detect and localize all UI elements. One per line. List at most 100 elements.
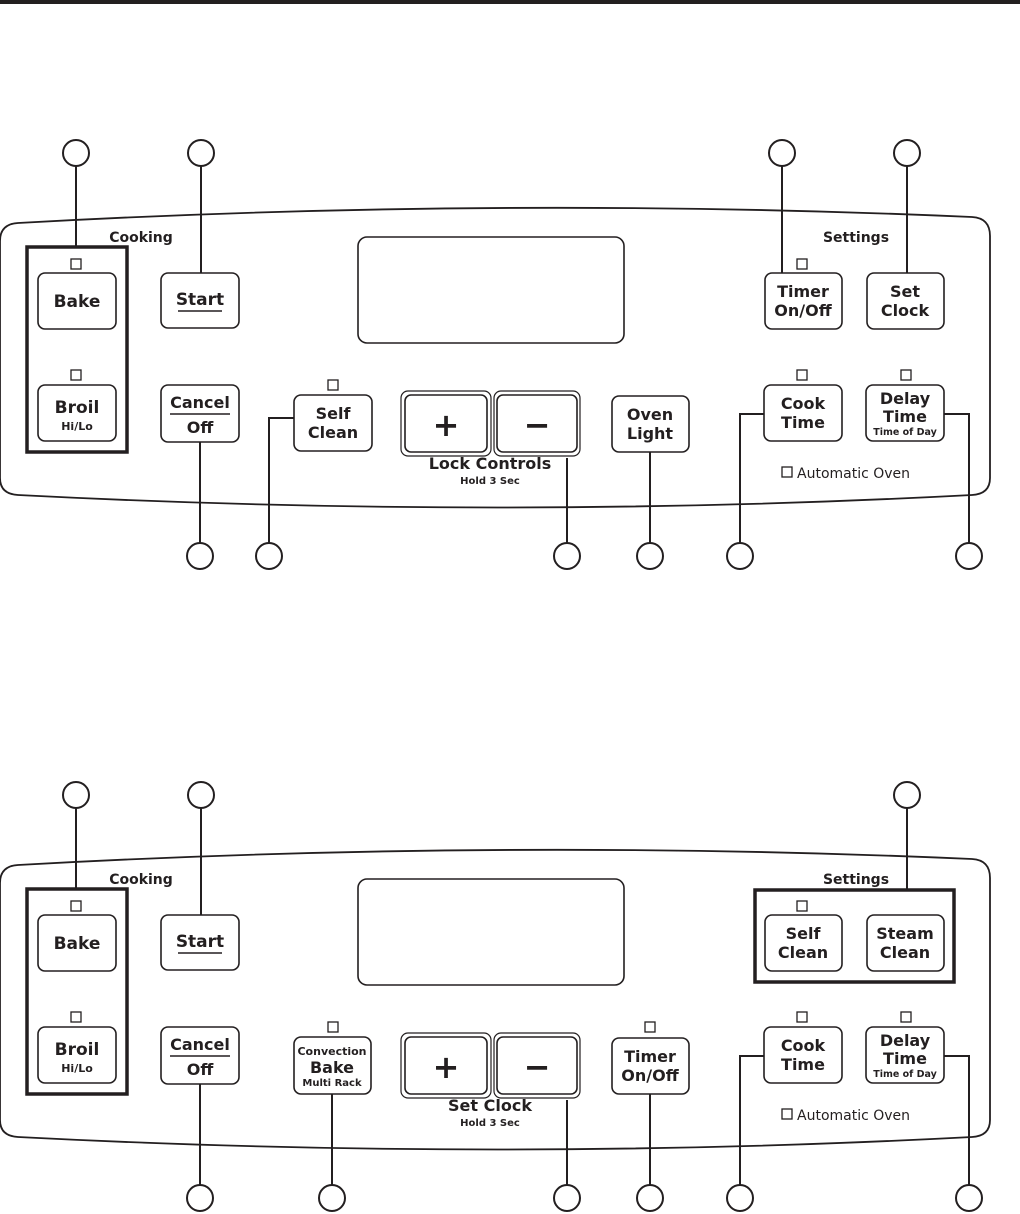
self-clean-indicator-light [796,900,808,912]
broil-sub-label: Hi/Lo [61,420,93,433]
plus-button[interactable]: + [400,1032,492,1099]
set-clock-line2: Clock [881,301,930,320]
timer-on-off-button[interactable]: Timer On/Off [764,272,843,330]
minus-button[interactable]: − [493,1032,581,1099]
time-of-day-label: Time of Day [873,1069,937,1080]
convection-bake-indicator-light [327,1021,339,1033]
callout-circle [318,1184,346,1212]
hold-3-sec-label: Hold 3 Sec [460,476,520,487]
callout-line [739,413,764,543]
callout-circle [726,1184,754,1212]
timer-line2: On/Off [621,1066,679,1085]
callout-circle [62,139,90,167]
steam-clean-line2: Clean [880,943,930,962]
cook-time-line1: Cook [781,394,826,413]
panel-2: Cooking Settings Bake Broil Hi/Lo Start [0,781,991,1212]
timer-indicator-light [644,1021,656,1033]
callout-circle [893,781,921,809]
delay-time-line2: Time [883,1049,927,1068]
self-clean-line2: Clean [308,423,358,442]
timer-line2: On/Off [774,301,832,320]
callout-circle [768,139,796,167]
cook-time-line2: Time [781,1055,825,1074]
automatic-oven-label: Automatic Oven [797,1108,910,1124]
top-rule [0,0,1020,4]
delay-time-button[interactable]: Delay Time Time of Day [865,1026,945,1084]
panel-outline [0,848,991,1151]
plus-icon: + [433,406,460,444]
self-clean-line1: Self [316,404,352,423]
delay-time-line2: Time [883,407,927,426]
cook-time-line1: Cook [781,1036,826,1055]
callout-circle [255,542,283,570]
callout-circle [726,542,754,570]
panel-1: Cooking Settings Bake Broil Hi/Lo Start [0,139,991,570]
self-clean-button[interactable]: Self Clean [293,394,373,452]
time-of-day-label: Time of Day [873,427,937,438]
cancel-label: Cancel [170,1035,230,1054]
bake-indicator-light [70,900,82,912]
broil-button[interactable]: Broil Hi/Lo [37,384,117,442]
lock-controls-label: Lock Controls [429,454,552,473]
minus-button[interactable]: − [493,390,581,457]
cancel-off-button[interactable]: Cancel Off [160,384,240,443]
broil-button[interactable]: Broil Hi/Lo [37,1026,117,1084]
callout-circle [553,542,581,570]
callout-circle [636,1184,664,1212]
off-label: Off [187,1060,215,1079]
bake-button[interactable]: Bake [37,272,117,330]
steam-clean-button[interactable]: Steam Clean [866,914,945,972]
set-clock-button[interactable]: Set Clock [866,272,945,330]
self-clean-line1: Self [786,924,822,943]
start-button[interactable]: Start [160,914,240,971]
cancel-off-button[interactable]: Cancel Off [160,1026,240,1085]
delay-time-line1: Delay [880,389,931,408]
off-label: Off [187,418,215,437]
start-button[interactable]: Start [160,272,240,329]
cook-time-indicator-light [796,1011,808,1023]
oven-light-line1: Oven [627,405,673,424]
settings-label: Settings [823,230,889,246]
bake-button[interactable]: Bake [37,914,117,972]
cook-time-button[interactable]: Cook Time [763,384,843,442]
broil-indicator-light [70,1011,82,1023]
delay-time-button[interactable]: Delay Time Time of Day [865,384,945,442]
delay-time-indicator-light [900,369,912,381]
callout-circle [187,139,215,167]
self-clean-line2: Clean [778,943,828,962]
callout-circle [186,542,214,570]
timer-on-off-button[interactable]: Timer On/Off [611,1037,690,1095]
self-clean-indicator-light [327,379,339,391]
automatic-oven-indicator-light [781,1108,793,1120]
broil-label: Broil [55,1040,100,1060]
plus-icon: + [433,1048,460,1086]
cancel-label: Cancel [170,393,230,412]
callout-circle [636,542,664,570]
cook-time-button[interactable]: Cook Time [763,1026,843,1084]
broil-label: Broil [55,398,100,418]
convection-label: Convection [297,1045,366,1058]
cooking-group-box [25,887,129,1096]
callout-circle [186,1184,214,1212]
callout-line [944,1055,970,1185]
callout-circle [62,781,90,809]
minus-icon: − [524,1048,551,1086]
callout-line [944,413,970,543]
delay-time-line1: Delay [880,1031,931,1050]
oven-light-line2: Light [627,424,674,443]
timer-line1: Timer [777,282,829,301]
plus-button[interactable]: + [400,390,492,457]
oven-light-button[interactable]: Oven Light [611,395,690,453]
callout-circle [955,542,983,570]
settings-label: Settings [823,872,889,888]
automatic-oven-indicator-light [781,466,793,478]
timer-indicator-light [796,258,808,270]
convection-bake-button[interactable]: Convection Bake Multi Rack [293,1036,372,1095]
hold-3-sec-label: Hold 3 Sec [460,1118,520,1129]
broil-indicator-light [70,369,82,381]
display-window [357,236,625,344]
timer-line1: Timer [624,1047,676,1066]
self-clean-button[interactable]: Self Clean [764,914,843,972]
cooking-group-box [25,245,129,454]
steam-clean-line1: Steam [876,924,934,943]
